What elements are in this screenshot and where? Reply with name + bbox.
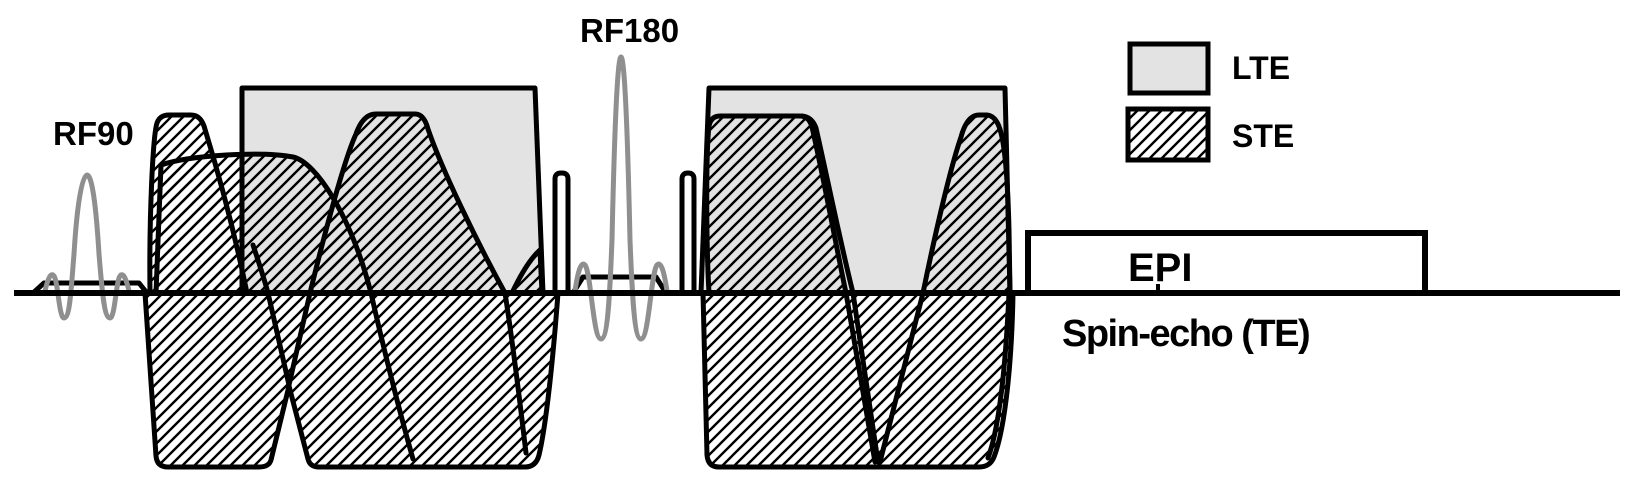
gradient-crossing-curves-right (799, 113, 1012, 465)
rf90-label: RF90 (53, 115, 134, 152)
arch-right-edge-below (985, 290, 1012, 461)
twin-lobe-edge (799, 113, 881, 465)
crossing-curve-d (502, 290, 529, 456)
crusher-gradient-left (552, 170, 571, 293)
epi-label: EPI (1128, 246, 1192, 290)
ste-small-wedge-left (509, 247, 545, 296)
rf90-slice-gradient (31, 280, 149, 295)
ste-negative-lobes-left (142, 290, 561, 470)
ste-arch-lobe-right (920, 112, 1013, 296)
crusher-gradient-right (679, 170, 697, 293)
rf180-sinc-waveform (572, 54, 670, 342)
legend: LTE STE (1125, 41, 1294, 163)
legend-ste-label: STE (1232, 118, 1294, 154)
trap-edge-below (843, 290, 878, 465)
crossing-curve-c (368, 290, 416, 462)
legend-lte-label: LTE (1232, 50, 1290, 86)
ste-tall-trapezoid-lobe-left (147, 112, 250, 296)
legend-ste-swatch (1125, 106, 1211, 163)
epi-readout-block (1025, 230, 1428, 296)
spin-echo-te-label: Spin-echo (TE) (1062, 313, 1309, 355)
ste-negative-lobe-right (700, 290, 1016, 470)
crossing-curve-b (286, 290, 313, 388)
legend-lte-swatch (1127, 41, 1211, 96)
rf180-label: RF180 (580, 12, 679, 49)
arch-edge-below (877, 290, 926, 465)
ste-arch-lobe-left (307, 111, 508, 296)
